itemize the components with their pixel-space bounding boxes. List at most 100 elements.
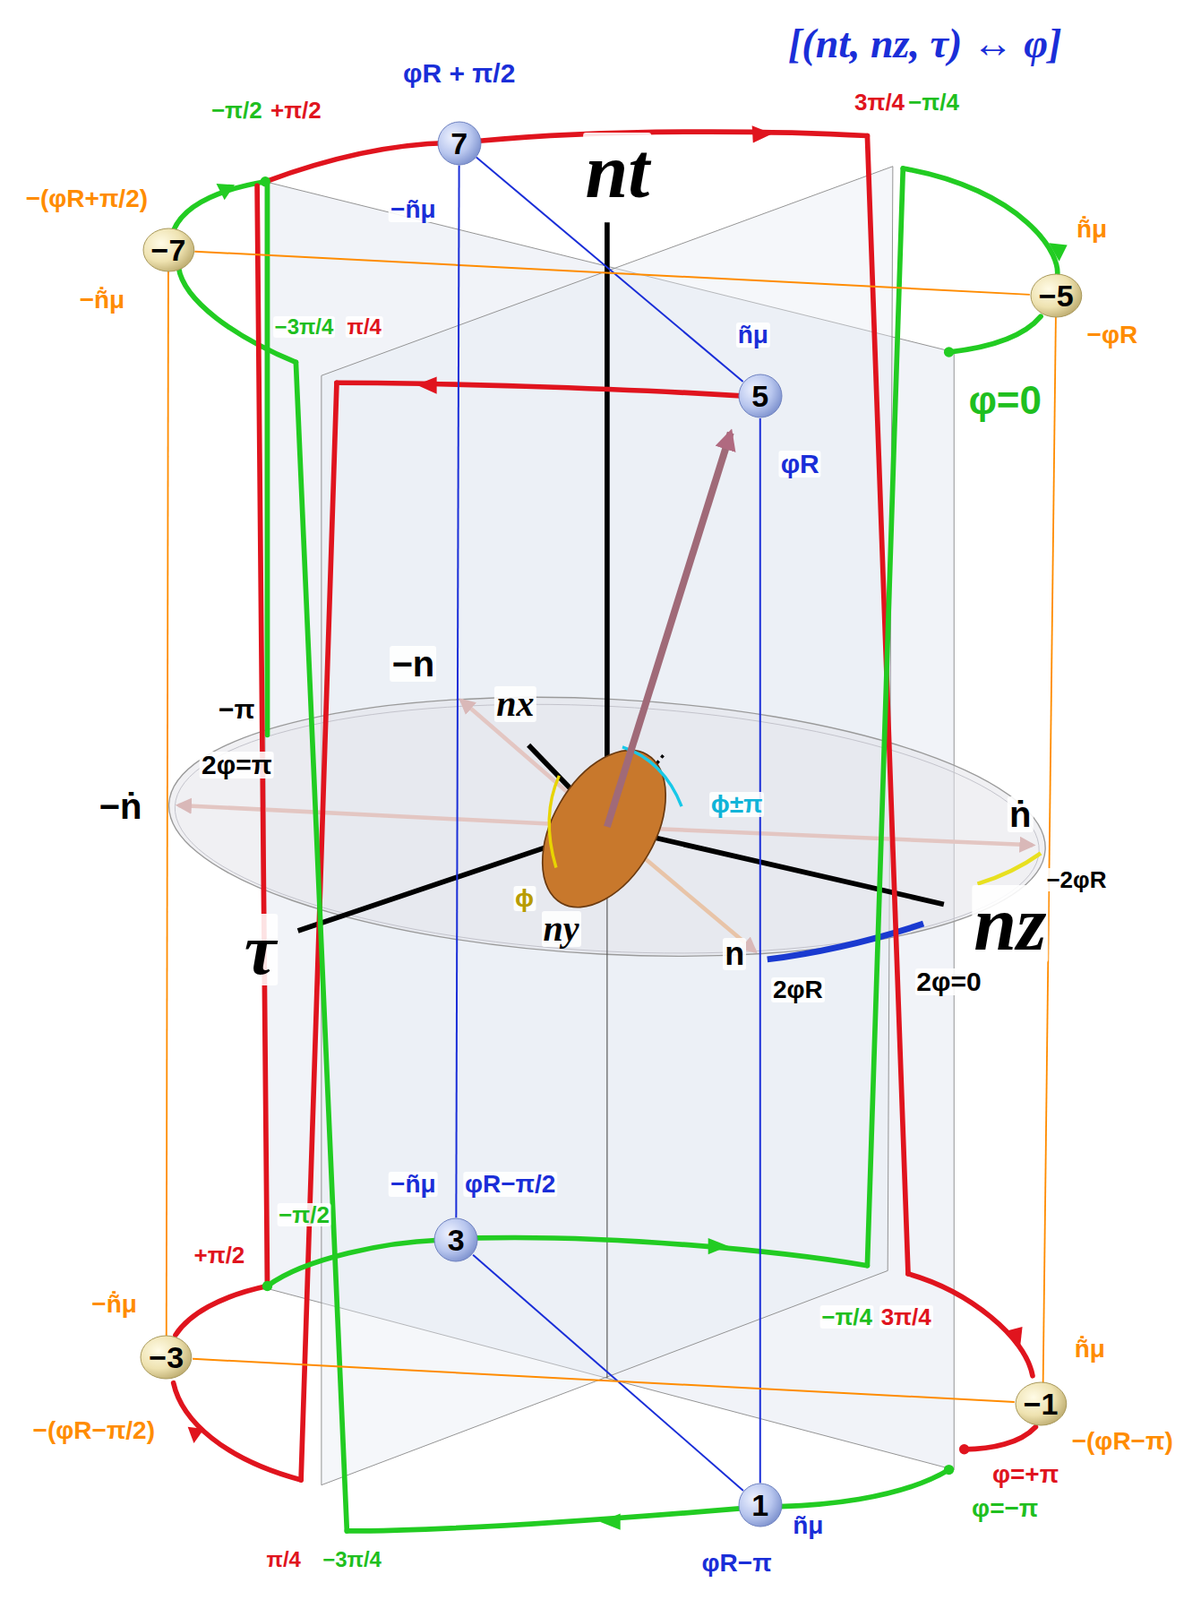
dot xyxy=(943,346,954,357)
nt-axis xyxy=(604,222,610,824)
green-path xyxy=(477,1237,867,1266)
angle-label: −π/2 xyxy=(276,1202,332,1227)
callout-number: 7 xyxy=(450,128,468,159)
angle-label: −π/4 xyxy=(906,90,961,114)
angle-label: −φR xyxy=(1085,322,1141,348)
state-sphere: 3 xyxy=(433,1217,479,1262)
red-path xyxy=(173,1382,301,1480)
dot xyxy=(260,176,271,187)
callout-number: 1 xyxy=(751,1489,769,1520)
yellow-arc xyxy=(549,775,559,868)
sphere-shape xyxy=(738,1483,782,1527)
sphere-shape xyxy=(1030,274,1082,318)
arrowhead xyxy=(600,1513,621,1530)
angle-label: −ñ̇μ xyxy=(77,287,128,313)
connector-line xyxy=(194,251,1030,295)
angle-label: ñμ xyxy=(790,1512,825,1538)
axis-label: ny xyxy=(541,910,582,947)
angle-label: −ñμ xyxy=(388,197,438,223)
axis-label: nz xyxy=(971,884,1048,962)
angle-label: +π/2 xyxy=(192,1243,248,1267)
green-path xyxy=(171,181,266,238)
green-path xyxy=(902,168,1057,281)
state-sphere: 1 xyxy=(737,1482,783,1527)
red-path xyxy=(479,131,867,141)
blue-arc xyxy=(767,923,924,960)
sphere-shape xyxy=(437,121,481,165)
green-path xyxy=(178,266,296,362)
angle-label: φ=−π xyxy=(969,1495,1040,1521)
angle-label: 2φ=0 xyxy=(914,968,983,996)
red-path xyxy=(964,1426,1037,1450)
red-path xyxy=(336,382,746,396)
arrowhead xyxy=(708,1237,730,1254)
axis-thin xyxy=(606,826,608,1378)
sphere-shape xyxy=(738,374,782,418)
angle-label: −ṅ xyxy=(97,788,145,824)
angle-label: −3π/4 xyxy=(273,316,336,338)
angle-label: φR + π/2 xyxy=(401,60,517,87)
angle-label: φR−π xyxy=(700,1550,774,1576)
angle-label: π/4 xyxy=(345,316,384,338)
diagram-title: [(nt, nz, τ) ↔ φ] xyxy=(788,23,1062,65)
angle-label: −2φR xyxy=(1044,867,1108,892)
angle-label: 2φR xyxy=(771,977,825,1003)
callout-number: −1 xyxy=(1023,1388,1059,1419)
green-path xyxy=(266,1239,438,1286)
green-path xyxy=(866,168,903,1266)
state-sphere: 5 xyxy=(737,373,783,419)
angle-label: n xyxy=(722,937,747,970)
angle-label: −π/2 xyxy=(209,98,265,122)
green-path xyxy=(949,316,1042,352)
connector-line xyxy=(472,1254,744,1491)
angle-label: −π xyxy=(216,695,258,723)
arrowhead xyxy=(752,125,773,143)
arrowhead xyxy=(216,183,236,200)
axis-label: nx xyxy=(494,686,536,722)
sphere-shape xyxy=(143,228,195,272)
angle-label: π/4 xyxy=(265,1548,303,1570)
angle-label: −π/4 xyxy=(819,1304,875,1329)
dot xyxy=(959,1443,970,1454)
vector xyxy=(178,805,608,827)
green-path xyxy=(295,361,347,1530)
red-path xyxy=(866,136,909,1274)
connector-line xyxy=(759,418,762,1483)
callout-number: −7 xyxy=(151,234,187,266)
state-sphere: 7 xyxy=(437,120,482,166)
state-sphere: −7 xyxy=(142,227,196,273)
green-path xyxy=(780,1469,950,1507)
callout-number: −3 xyxy=(148,1341,184,1373)
arrowhead xyxy=(1048,242,1068,262)
angle-label: −(φR−π/2) xyxy=(31,1417,157,1443)
angle-label: ϕ±π xyxy=(709,791,765,817)
red-path xyxy=(175,1286,268,1336)
angle-label: +π/2 xyxy=(268,98,324,122)
dot xyxy=(943,1464,954,1475)
axis-label: nt xyxy=(583,132,652,210)
angle-label: ñμ xyxy=(736,322,771,348)
angle-label: 2φ=π xyxy=(199,751,275,779)
angle-label: ϕ xyxy=(513,885,536,911)
vector xyxy=(607,826,1033,846)
sphere-shape xyxy=(140,1335,192,1379)
callout-number: 5 xyxy=(751,380,769,412)
orange-disk xyxy=(516,729,691,929)
angle-label: ṅ xyxy=(1007,796,1033,833)
angle-label: φ=0 xyxy=(966,380,1044,421)
state-sphere: −3 xyxy=(139,1334,193,1380)
green-path xyxy=(265,183,271,735)
orange-edge-line xyxy=(166,249,169,1357)
angle-label: −3π/4 xyxy=(320,1548,384,1570)
red-path xyxy=(257,185,267,1284)
connector-line xyxy=(192,1358,1015,1402)
state-sphere: −1 xyxy=(1014,1381,1068,1426)
angle-label: −ñμ xyxy=(388,1171,438,1197)
state-vector xyxy=(607,432,731,827)
arrowhead xyxy=(1005,1326,1022,1346)
angle-label: ñ̇μ xyxy=(1072,1336,1107,1362)
axis-label: τ xyxy=(242,913,279,986)
angle-label: −n xyxy=(390,645,438,682)
angle-label: φR−π/2 xyxy=(463,1171,558,1197)
